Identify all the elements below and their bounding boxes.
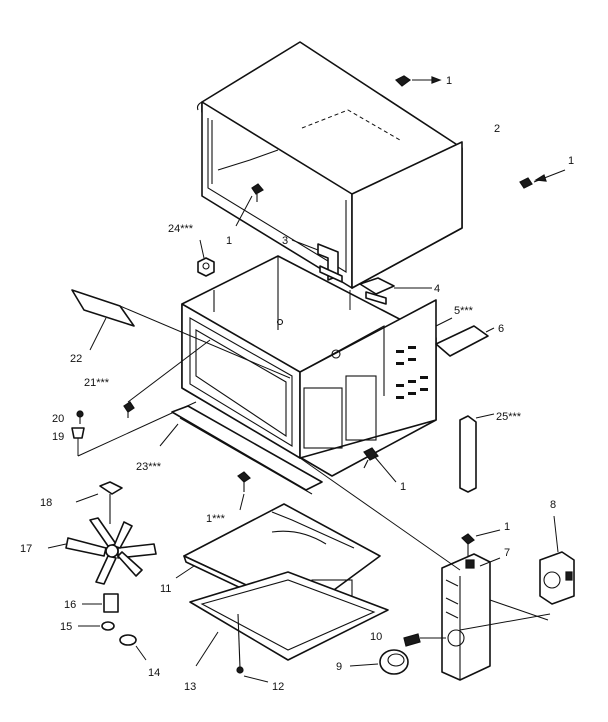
- callout-24: 24***: [168, 223, 194, 235]
- callout-22: 22: [70, 353, 82, 365]
- callout-8: 8: [550, 499, 556, 511]
- callout-17: 17: [20, 543, 32, 555]
- callout-14: 14: [148, 667, 160, 679]
- insulation-pad-22: [71, 289, 291, 379]
- callout-10: 10: [370, 631, 382, 643]
- screw-12: [236, 613, 269, 683]
- front-trim-23: [159, 405, 323, 495]
- screw-left: [235, 183, 264, 227]
- control-panel-7: [441, 553, 551, 681]
- screw-bottom: [237, 471, 251, 511]
- outer-cabinet-wrapper: [196, 41, 463, 289]
- screw-right: [519, 169, 566, 189]
- callout-11: 11: [160, 583, 171, 595]
- bracket-3: [291, 239, 343, 283]
- callout-23: 23***: [136, 461, 162, 473]
- callout-1-panel: 1: [504, 521, 510, 533]
- callout-25: 25***: [496, 411, 522, 423]
- callout-1-mid: 1: [400, 481, 406, 493]
- stirrer-support-18: [75, 481, 123, 524]
- callout-13: 13: [184, 681, 196, 693]
- ring-14: [119, 634, 147, 661]
- bracket-4: [359, 277, 432, 305]
- knob-9: [349, 649, 409, 675]
- callout-12: 12: [272, 681, 284, 693]
- callout-20: 20: [52, 413, 64, 425]
- gasket-strip-25: [459, 413, 495, 493]
- callout-15: 15: [60, 621, 72, 633]
- screw-panel: [461, 529, 501, 556]
- insulation-pad-6: [435, 325, 495, 357]
- callout-9: 9: [336, 661, 342, 673]
- nut-24: [197, 239, 215, 277]
- screw-21: [123, 339, 211, 418]
- washer-15: [78, 621, 115, 631]
- callout-1-left: 1: [226, 235, 232, 247]
- screw-top: [394, 75, 442, 87]
- callout-4: 4: [434, 283, 440, 295]
- screw-20: [76, 410, 84, 424]
- callout-1-bottom: 1***: [206, 513, 226, 525]
- stirrer-blade-17: [47, 517, 157, 585]
- timer-motor-8: [539, 515, 575, 605]
- callout-5: 5***: [454, 305, 474, 317]
- callout-6: 6: [498, 323, 504, 335]
- screw-10: [403, 633, 446, 647]
- callout-16: 16: [64, 599, 76, 611]
- callout-3: 3: [282, 235, 288, 247]
- callout-19: 19: [52, 431, 64, 443]
- callout-7: 7: [504, 547, 510, 559]
- inner-chassis-frame: [181, 255, 453, 477]
- callout-18: 18: [40, 497, 52, 509]
- assembly-leader-lines: [299, 290, 549, 621]
- screw-mid: [363, 447, 397, 483]
- callout-2: 2: [494, 123, 500, 135]
- callout-1-right: 1: [568, 155, 574, 167]
- callout-21: 21***: [84, 377, 110, 389]
- callout-1-top: 1: [446, 75, 452, 87]
- vent-holes: [396, 346, 428, 399]
- coupler-16: [82, 593, 119, 613]
- base-plate-13: [189, 571, 389, 667]
